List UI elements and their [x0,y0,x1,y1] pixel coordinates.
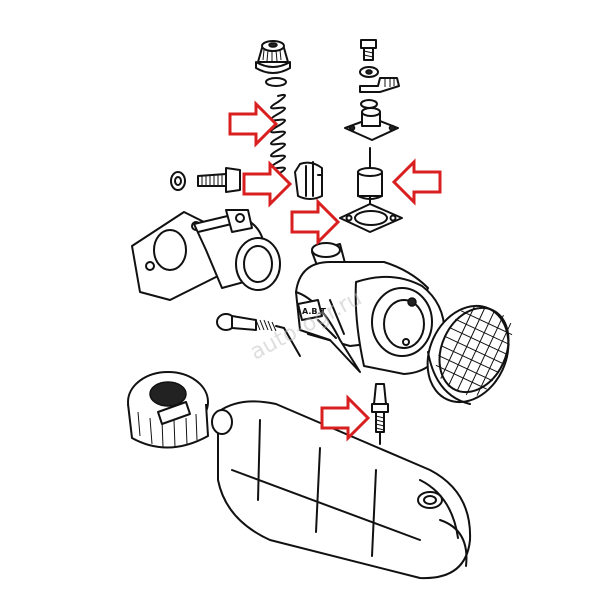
right-arrow-icon [290,198,341,246]
body-stamp-label: A.B.T [302,307,327,316]
carburetor-body: A.B.T [295,242,446,375]
right-arrow-icon [228,100,279,148]
fuel-tank-bowl [211,400,472,580]
air-filter [426,304,513,405]
throttle-slide [294,161,323,200]
float [357,167,383,209]
float-chamber-cover-stack [344,39,400,141]
throttle-spring [270,93,286,175]
main-jet [371,383,389,445]
mixing-chamber-cap [255,40,291,87]
right-arrow-icon [320,394,371,442]
cover-gasket [339,203,403,233]
right-arrow-icon [242,160,293,208]
intake-manifold [131,209,281,301]
highlight-arrows [228,100,442,442]
washer [170,171,186,191]
left-arrow-icon [391,158,442,206]
mounting-bolt [197,167,241,193]
float-bowl-cap [127,371,209,449]
idle-adjusting-screw [216,313,301,357]
